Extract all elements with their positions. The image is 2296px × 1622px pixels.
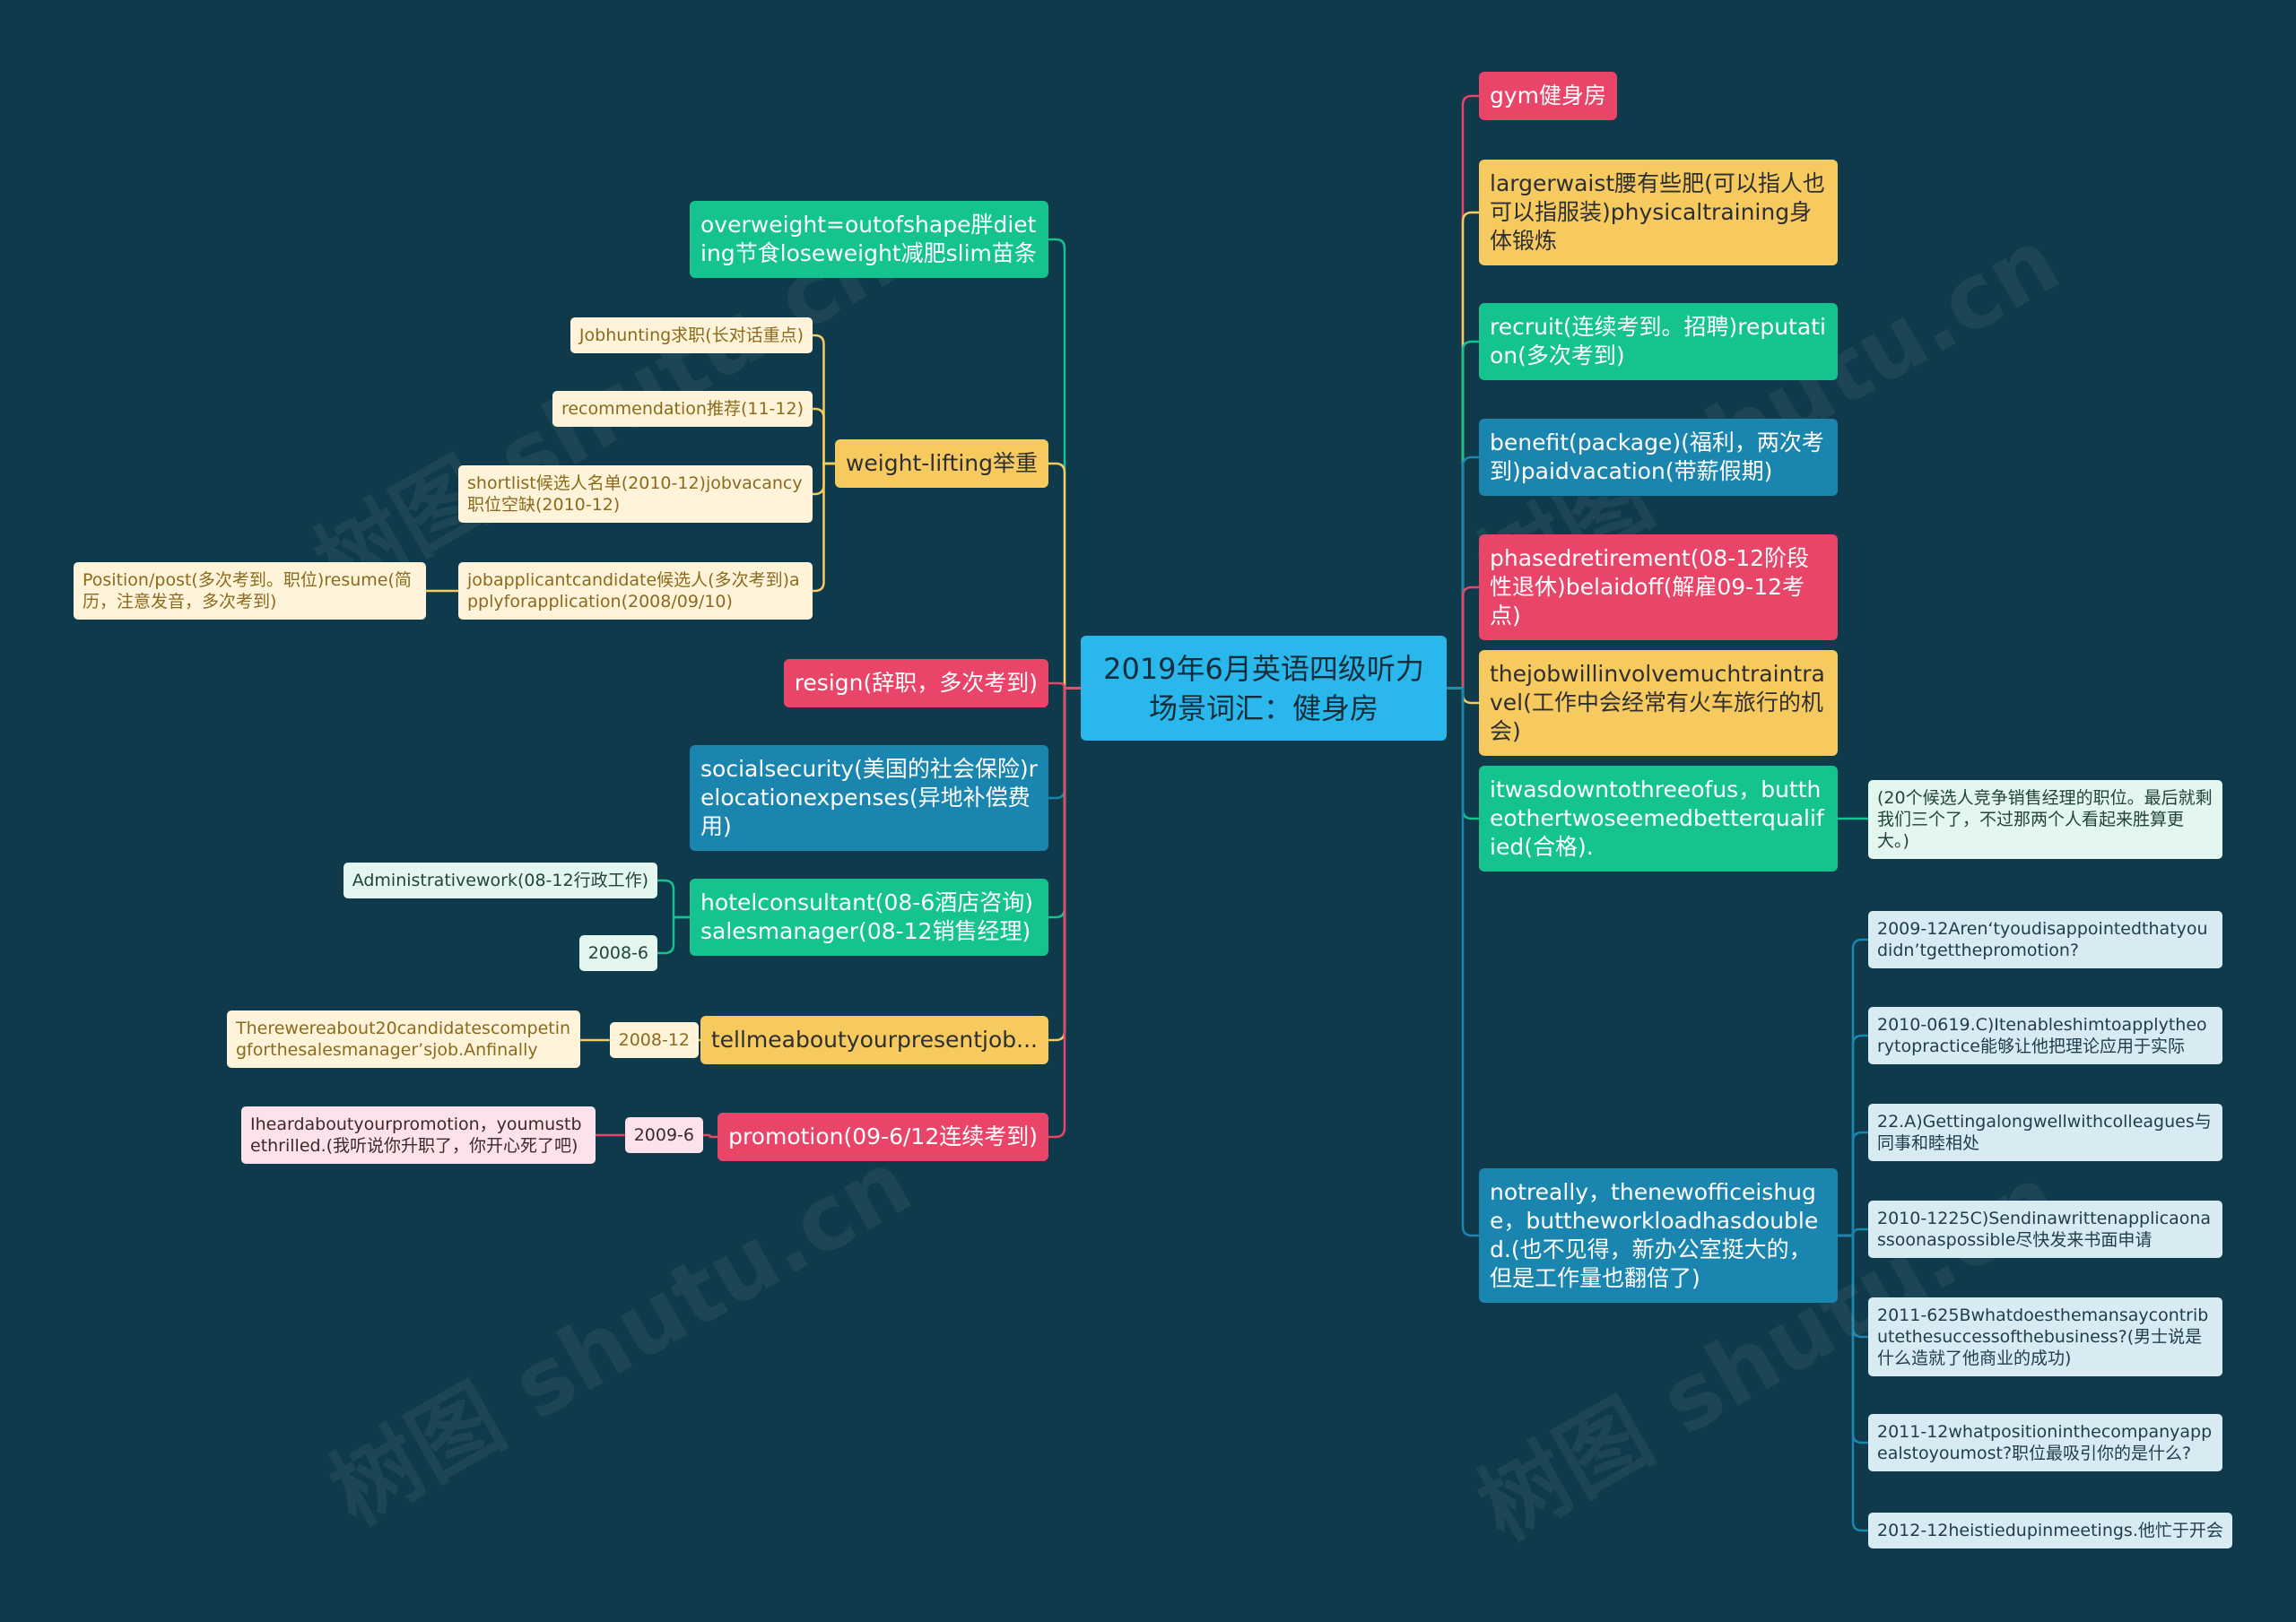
topic-train-travel: thejobwillinvolvemuchtraintravel(工作中会经常有… [1479, 650, 1838, 756]
connector [1447, 211, 1479, 690]
connector [1048, 238, 1081, 690]
subtopic-candidates-translation: (20个候选人竞争销售经理的职位。最后就剩我们三个了，不过那两个人看起来胜算更大… [1868, 780, 2222, 859]
connector [657, 879, 690, 919]
connector [1447, 585, 1479, 690]
connector [813, 462, 835, 593]
subtopic-exam-22a: 22.A)Gettingalongwellwithcolleagues与同事和睦… [1868, 1104, 2222, 1161]
subtopic-2008-6: 2008-6 [578, 935, 657, 971]
connector [1838, 1234, 1868, 1532]
topic-down-to-three: itwasdowntothreeofus，buttheothertwoseeme… [1479, 766, 1838, 872]
topic-hotel-consultant: hotelconsultant(08-6酒店咨询)salesmanager(08… [690, 879, 1048, 956]
subtopic-position-post: Position/post(多次考到。职位)resume(简历，注意发音，多次考… [74, 562, 426, 620]
topic-gym: gym健身房 [1479, 72, 1618, 120]
connector [1447, 340, 1479, 690]
subtopic-exam-2010-12: 2010-1225C)Sendinawrittenapplicaonassoon… [1868, 1201, 2222, 1258]
connector [1838, 1034, 1868, 1237]
connector [1447, 94, 1479, 690]
subtopic-candidates-competing: Therewereabout20candidatescompetingforth… [227, 1010, 580, 1068]
subtopic-job-applicant: jobapplicantcandidate候选人(多次考到)applyforap… [458, 562, 813, 620]
connector [657, 915, 690, 955]
connector [813, 334, 835, 465]
connector [1447, 455, 1479, 690]
connector [1447, 687, 1479, 1237]
topic-overweight: overweight=outofshape胖dieting节食loseweigh… [690, 201, 1048, 278]
subtopic-exam-2011-12: 2011-12whatpositioninthecompanyappealsto… [1868, 1414, 2222, 1471]
subtopic-exam-2011-06: 2011-625Bwhatdoesthemansaycontributethes… [1868, 1297, 2222, 1376]
central-topic-line-1: 2019年6月英语四级听力 [1103, 651, 1424, 686]
subtopic-jobhunting: Jobhunting求职(长对话重点) [570, 317, 813, 353]
subtopic-exam-2010-06: 2010-0619.C)Itenableshimtoapplytheorytop… [1868, 1007, 2222, 1064]
subtopic-administrative-work: Administrativework(08-12行政工作) [343, 863, 657, 898]
subtopic-shortlist: shortlist候选人名单(2010-12)jobvacancy职位空缺(20… [458, 465, 813, 523]
topic-benefit: benefit(package)(福利，两次考到)paidvacation(带薪… [1479, 419, 1838, 496]
subtopic-exam-2012-12: 2012-12heistiedupinmeetings.他忙于开会 [1868, 1513, 2232, 1548]
connector [813, 407, 835, 465]
subtopic-heard-about-promotion: Iheardaboutyourpromotion，youmustbethrill… [241, 1106, 596, 1164]
central-topic-line-2: 场景词汇：健身房 [1148, 690, 1378, 725]
subtopic-exam-2009-12: 2009-12Aren‘tyoudisappointedthatyoudidn’… [1868, 911, 2222, 968]
topic-promotion: promotion(09-6/12连续考到) [718, 1113, 1048, 1161]
topic-present-job: tellmeaboutyourpresentjob... [700, 1016, 1048, 1064]
subtopic-recommendation: recommendation推荐(11-12) [552, 391, 813, 427]
topic-larger-waist: largerwaist腰有些肥(可以指人也可以指服装)physicaltrain… [1479, 160, 1838, 265]
subtopic-2008-12: 2008-12 [609, 1022, 699, 1058]
connector [1838, 938, 1868, 1237]
subtopic-2009-6: 2009-6 [624, 1117, 703, 1153]
topic-resign: resign(辞职，多次考到) [783, 659, 1048, 707]
topic-weight-lifting: weight-lifting举重 [834, 439, 1048, 488]
central-topic: 2019年6月英语四级听力 场景词汇：健身房 [1081, 636, 1447, 741]
topic-not-really: notreally，thenewofficeishuge，buttheworkl… [1479, 1168, 1838, 1303]
connector [1838, 1131, 1868, 1237]
connector [1048, 687, 1081, 1139]
connector [1048, 462, 1081, 690]
connector [703, 1133, 718, 1139]
topic-recruit: recruit(连续考到。招聘)reputation(多次考到) [1479, 303, 1838, 380]
topic-phased-retirement: phasedretirement(08-12阶段性退休)belaidoff(解雇… [1479, 534, 1838, 640]
topic-social-security: socialsecurity(美国的社会保险)relocationexpense… [690, 745, 1048, 851]
